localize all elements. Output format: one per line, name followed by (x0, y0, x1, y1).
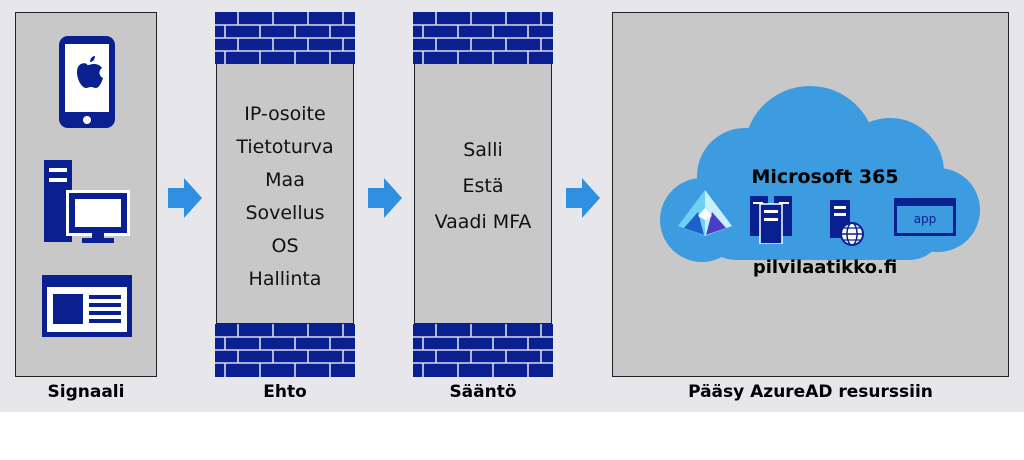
arrow-icon (566, 178, 600, 218)
condition-item: OS (271, 235, 299, 257)
condition-item: Maa (265, 169, 305, 191)
firewall-top-icon (215, 12, 355, 64)
rule-label: Sääntö (449, 382, 517, 402)
condition-item: Tietoturva (236, 136, 334, 158)
firewall-bottom-icon (215, 324, 355, 377)
condition-item: IP-osoite (244, 103, 326, 125)
phone-apple-icon (59, 36, 115, 128)
signal-label: Signaali (47, 382, 125, 402)
server-icon (750, 196, 792, 244)
web-server-icon (830, 200, 864, 246)
rule-list: Salli Estä Vaadi MFA (414, 132, 552, 240)
browser-window-icon (42, 275, 132, 337)
firewall-bottom-icon (413, 324, 553, 377)
condition-item: Hallinta (248, 268, 322, 290)
cloud-title: Microsoft 365 (751, 166, 899, 188)
condition-list: IP-osoite Tietoturva Maa Sovellus OS Hal… (216, 98, 354, 296)
arrow-icon (168, 178, 202, 218)
rule-item: Estä (462, 175, 504, 197)
cloud-subtitle: pilvilaatikko.fi (752, 257, 898, 278)
firewall-top-icon (413, 12, 553, 64)
app-window-label: app (897, 206, 953, 233)
desktop-computer-icon (44, 160, 130, 243)
arrow-icon (368, 178, 402, 218)
condition-label: Ehto (263, 382, 307, 402)
rule-item: Vaadi MFA (434, 211, 532, 233)
condition-item: Sovellus (245, 202, 325, 224)
access-label: Pääsy AzureAD resurssiin (688, 382, 933, 402)
rule-panel (414, 62, 552, 324)
azure-ad-icon (678, 190, 732, 236)
app-window-icon: app (894, 198, 956, 236)
rule-item: Salli (463, 139, 503, 161)
